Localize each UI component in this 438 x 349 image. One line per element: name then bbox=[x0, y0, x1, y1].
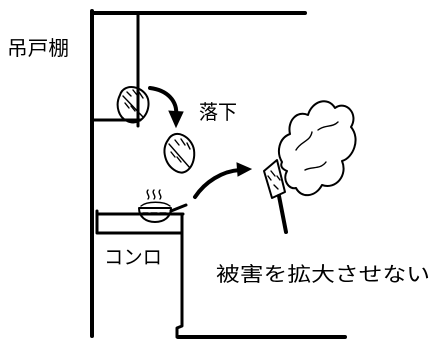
cover-handle bbox=[277, 194, 288, 234]
falling-object-top bbox=[116, 86, 150, 124]
hanging-cabinet bbox=[90, 11, 142, 128]
action-arrow-shaft bbox=[193, 168, 242, 199]
cabinet-label: 吊戸棚 bbox=[7, 36, 69, 60]
action-arrow bbox=[193, 162, 253, 199]
pot-body bbox=[138, 207, 172, 223]
pot-handle bbox=[169, 203, 188, 213]
smoke-cloud bbox=[277, 100, 357, 197]
cover-outline bbox=[263, 159, 286, 199]
falling-object-hatching bbox=[170, 138, 191, 163]
pot-lid bbox=[140, 201, 171, 207]
falling-object-hatching bbox=[124, 89, 144, 112]
falling-object-seam bbox=[168, 143, 191, 169]
steam-icon bbox=[146, 189, 162, 200]
held-cover bbox=[263, 159, 288, 234]
falling-object-bottom bbox=[163, 133, 196, 174]
cover-hatching bbox=[267, 170, 281, 190]
smoke-swirls bbox=[295, 121, 339, 171]
stove-label: コンロ bbox=[104, 245, 162, 269]
stove-ledge bbox=[95, 209, 183, 235]
action-arrow-head bbox=[236, 162, 253, 177]
smoke-outline bbox=[277, 100, 357, 197]
falling-object-outline bbox=[116, 86, 150, 124]
pot bbox=[138, 189, 188, 223]
falling-arrow-head bbox=[168, 110, 184, 129]
room-frame bbox=[90, 9, 347, 339]
falling-label: 落下 bbox=[199, 100, 237, 124]
stove bbox=[95, 209, 185, 339]
falling-object-seam bbox=[122, 95, 144, 118]
falling-arrow bbox=[148, 86, 184, 129]
message-label: 被害を拡大させない bbox=[216, 262, 430, 286]
stove-side-line bbox=[175, 212, 184, 339]
